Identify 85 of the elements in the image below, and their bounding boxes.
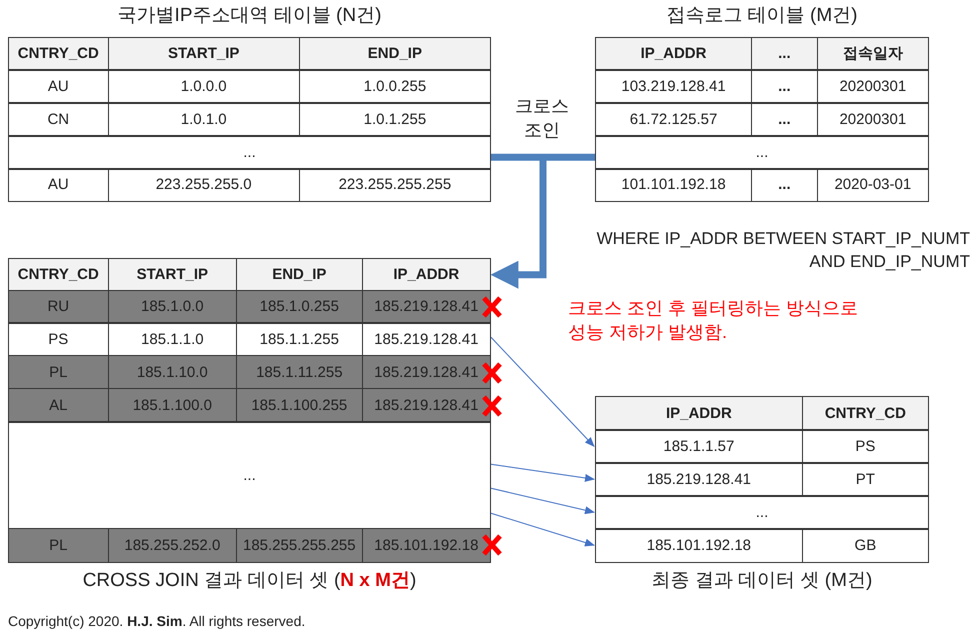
table-cell-text: 185.219.128.41 <box>373 362 480 383</box>
table-row <box>595 135 929 170</box>
table-cell-text: PS <box>854 436 876 457</box>
table-cell-text: 20200301 <box>838 110 908 130</box>
table-cell-text: 185.101.192.18 <box>373 536 480 556</box>
table-cell-text: 185.219.128.41 <box>373 330 480 350</box>
table-cell: 1.0.0.0 <box>108 70 300 102</box>
table-row <box>8 388 491 422</box>
table-cell: 185.1.0.255 <box>237 291 363 322</box>
table-cell: AU <box>9 169 109 200</box>
header-row <box>595 37 929 70</box>
arrow <box>490 488 595 514</box>
table-cell: IP_ADDR <box>596 38 752 70</box>
table-row <box>8 528 491 562</box>
table-cell: ... <box>752 70 818 102</box>
header-row <box>595 396 929 430</box>
table-row <box>595 69 929 104</box>
table-cell: PL <box>9 529 109 562</box>
table-cell: 185.1.0.0 <box>108 291 238 322</box>
table-cell: 185.1.100.0 <box>108 389 238 422</box>
table-row <box>595 168 929 202</box>
table-cell: 103.219.128.41 <box>596 70 752 102</box>
table-cell-text: GB <box>854 536 878 556</box>
table-cell: 61.72.125.57 <box>596 103 752 136</box>
table-title: 접속로그 테이블 (M건) <box>665 4 859 28</box>
data-table <box>8 258 491 593</box>
table-cell: 101.101.192.18 <box>596 169 752 200</box>
table-cell: 185.255.252.0 <box>108 529 238 562</box>
table-cell-text: END_IP <box>366 44 423 64</box>
annotation-text: 크로스 조인 후 필터링하는 방식으로 성능 저하가 발생함. <box>568 297 860 344</box>
table-cell-text: 2020-03-01 <box>833 175 912 196</box>
annotation-text: 크로스 조인 <box>514 95 570 142</box>
header-row <box>8 258 491 292</box>
table-cell: 223.255.255.0 <box>108 169 300 200</box>
table-cell-text: PT <box>854 470 876 490</box>
table-cell: 185.101.192.18 <box>596 529 803 562</box>
table-cell: CNTRY_CD <box>9 38 109 70</box>
table-row <box>595 528 929 562</box>
table-cell-text: IP_ADDR <box>392 265 460 286</box>
table-cell: 185.1.100.255 <box>237 389 363 422</box>
annotation-text: WHERE IP_ADDR BETWEEN START_IP_NUMT AND END_IP_NUMT <box>596 228 970 273</box>
table-cell: ... <box>752 169 818 200</box>
table-cell: ... <box>752 38 818 70</box>
table-cell-text: 185.219.128.41 <box>373 396 480 416</box>
table-cell: ... <box>752 103 818 136</box>
table-row <box>8 102 491 136</box>
table-row <box>8 135 491 170</box>
table-cell-text: CNTRY_CD <box>824 404 907 424</box>
table-row <box>595 462 929 496</box>
table-title: CROSS JOIN 결과 데이터 셋 (N x M건) <box>82 569 418 593</box>
table-row <box>8 168 491 202</box>
data-table <box>595 396 929 593</box>
table-cell: RU <box>9 291 109 322</box>
annotation-text: Copyright(c) 2020. H.J. Sim. All rights reserved. <box>8 612 306 631</box>
table-cell-text: 223.255.255.255 <box>338 175 452 196</box>
header-row <box>8 37 491 70</box>
arrow <box>490 336 595 447</box>
table-cell: AL <box>9 389 109 422</box>
table-cell-text: 1.0.1.255 <box>362 110 428 130</box>
table-row <box>595 429 929 464</box>
table-title: 최종 결과 데이터 셋 (M건) <box>650 569 874 593</box>
arrow <box>490 512 595 546</box>
arrow <box>490 464 595 482</box>
table-cell: AU <box>9 70 109 102</box>
table-cell: 1.0.1.0 <box>108 103 300 136</box>
table-cell-text: ... <box>242 142 257 163</box>
table-cell-text: ... <box>754 502 770 523</box>
table-row <box>595 495 929 530</box>
table-cell-text: 185.219.128.41 <box>373 297 480 318</box>
table-row <box>8 355 491 390</box>
table-cell-text: 1.0.0.255 <box>362 76 428 97</box>
table-row <box>595 102 929 136</box>
table-cell-text: ... <box>242 466 257 486</box>
table-cell: 185.255.255.255 <box>237 529 363 562</box>
table-title: 국가별IP주소대역 테이블 (N건) <box>116 4 382 28</box>
table-cell-text: ... <box>754 142 770 163</box>
table-row <box>8 69 491 104</box>
table-cell-text: 접속일자 <box>842 44 904 64</box>
table-cell-text: 20200301 <box>838 76 908 97</box>
table-cell: IP_ADDR <box>596 397 803 430</box>
table-row <box>8 290 491 324</box>
table-cell: START_IP <box>108 38 300 70</box>
table-cell: CN <box>9 103 109 136</box>
table-cell: 185.1.1.57 <box>596 430 803 462</box>
table-cell: 185.219.128.41 <box>596 463 803 496</box>
